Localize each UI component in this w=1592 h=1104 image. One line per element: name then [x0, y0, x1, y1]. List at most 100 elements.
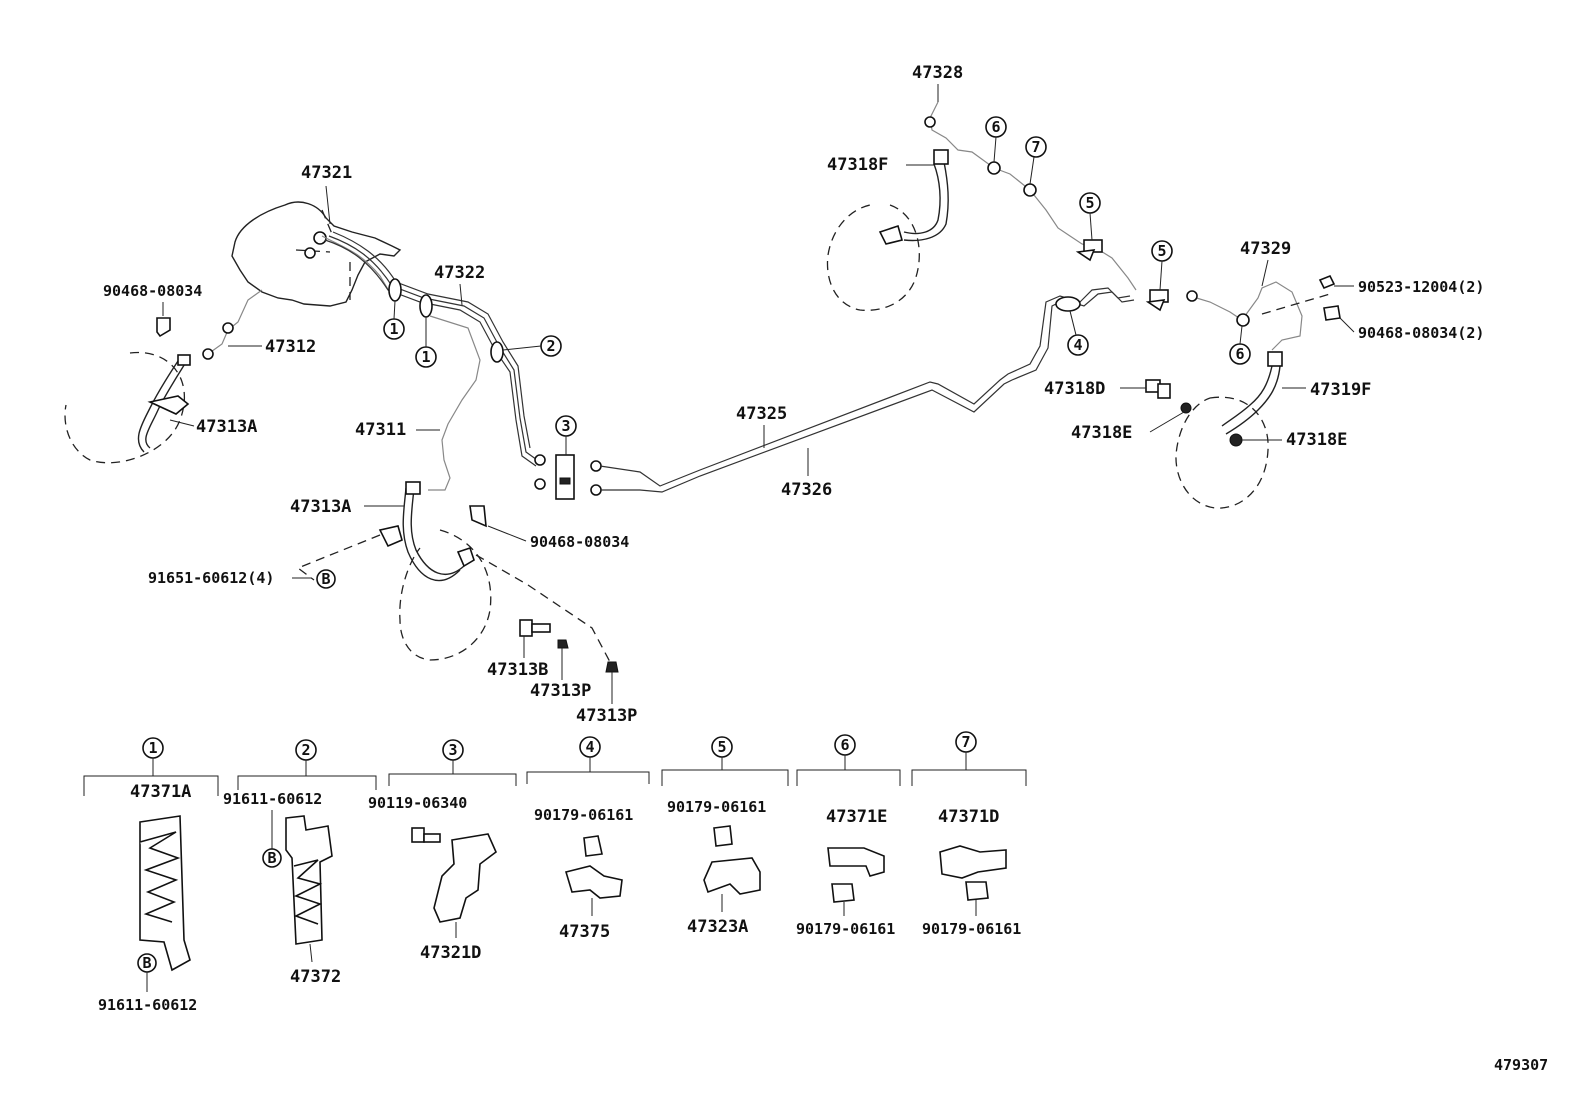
junction-block — [534, 454, 602, 500]
clamp-47371D-icon — [939, 845, 1007, 879]
clip-90468-c — [1323, 305, 1341, 321]
label-90468-08034-b: 90468-08034 — [530, 533, 629, 551]
legend-5-top: 90179-06161 — [667, 798, 766, 816]
label-47319F: 47319F — [1310, 380, 1371, 400]
pipe-47328 — [924, 101, 1137, 291]
legend-3-top: 90119-06340 — [368, 794, 467, 812]
clamp-47371A-icon — [139, 815, 191, 972]
label-47311: 47311 — [355, 420, 406, 440]
bolt-90119-icon — [411, 827, 441, 843]
callout-2: 2 — [546, 337, 555, 355]
clamp-1a — [388, 278, 402, 302]
legend-4-bottom: 47375 — [559, 922, 610, 942]
union-5b — [1145, 289, 1169, 312]
svg-text:B: B — [267, 849, 276, 867]
legend-1-bottom: 91611-60612 — [98, 996, 197, 1014]
clamp-47321D-icon — [433, 833, 497, 923]
svg-text:1: 1 — [148, 739, 157, 757]
clamp-47371E-icon — [827, 847, 885, 877]
nut-icon-6 — [831, 883, 855, 903]
label-47328: 47328 — [912, 63, 963, 83]
label-90468-08034-c: 90468-08034(2) — [1358, 324, 1484, 342]
legend-7-top: 47371D — [938, 807, 999, 827]
bolt-47313B — [519, 619, 551, 637]
pipe-47312 — [202, 289, 263, 360]
legend-3-bottom: 47321D — [420, 943, 481, 963]
callout-3: 3 — [561, 417, 570, 435]
legend-group-6: 6 47371E 90179-06161 — [796, 734, 901, 938]
union-5a — [1075, 239, 1103, 262]
callout-6a: 6 — [991, 118, 1000, 136]
washer-47313P-b — [605, 661, 619, 673]
legend-group-7: 7 47371D 90179-06161 — [911, 731, 1027, 938]
nut-icon-4 — [583, 835, 603, 857]
clamp-4 — [1055, 296, 1081, 312]
master-cylinder — [231, 201, 402, 307]
label-47313P-b: 47313P — [576, 706, 637, 726]
label-47312: 47312 — [265, 337, 316, 357]
label-90468-08034-a: 90468-08034 — [103, 282, 202, 300]
front-right-brake — [378, 481, 492, 661]
callout-4: 4 — [1073, 336, 1082, 354]
callout-1a: 1 — [389, 320, 398, 338]
label-47313B: 47313B — [487, 660, 548, 680]
label-47318E-a: 47318E — [1071, 423, 1132, 443]
callout-6b: 6 — [1235, 345, 1244, 363]
pipe-47311 — [428, 315, 481, 491]
legend-group-3: 3 90119-06340 47321D — [368, 739, 517, 963]
legend-7-bottom: 90179-06161 — [922, 920, 1021, 938]
legend-4-top: 90179-06161 — [534, 806, 633, 824]
svg-text:4: 4 — [585, 738, 594, 756]
callout-7: 7 — [1031, 138, 1040, 156]
label-47322: 47322 — [434, 263, 485, 283]
clip-90468-a — [156, 317, 171, 338]
callout-5a: 5 — [1085, 194, 1094, 212]
diagram-callouts: 1 1 2 3 4 5 5 6 7 6 — [383, 116, 1251, 455]
legend-1-top: 47371A — [130, 782, 191, 802]
label-47321: 47321 — [301, 163, 352, 183]
label-47313P-a: 47313P — [530, 681, 591, 701]
pipe-47322 — [324, 231, 541, 467]
legend-2-bottom: 47372 — [290, 967, 341, 987]
washer-47313P-a — [557, 639, 569, 649]
label-47326: 47326 — [781, 480, 832, 500]
clamp-2 — [490, 341, 504, 363]
label-91651-60612: 91651-60612(4) — [148, 569, 274, 587]
label-47325: 47325 — [736, 404, 787, 424]
label-47329: 47329 — [1240, 239, 1291, 259]
callout-5b: 5 — [1157, 242, 1166, 260]
legend-group-1: 1 47371A B 91611-60612 — [83, 737, 219, 1014]
nut-icon-5 — [713, 825, 733, 847]
legend-group-2: 2 91611-60612 B 47372 — [223, 739, 377, 987]
clamp-1b — [419, 294, 433, 318]
callout-1b: 1 — [421, 348, 430, 366]
cap-47318E — [1180, 402, 1192, 414]
legend-group-5: 5 90179-06161 47323A — [661, 736, 789, 937]
legend-6-bottom: 90179-06161 — [796, 920, 895, 938]
label-47313A-a: 47313A — [196, 417, 257, 437]
legend: 1 47371A B 91611-60612 2 91611-60612 B 4… — [83, 731, 1027, 1014]
bolt-mark-b-1 — [316, 569, 336, 589]
figure-code: 479307 — [1494, 1056, 1548, 1074]
leader-90523 — [1261, 293, 1331, 315]
svg-text:2: 2 — [301, 741, 310, 759]
bleeder-47318D — [1145, 379, 1171, 399]
rear-right-brake — [1175, 351, 1283, 509]
legend-6-top: 47371E — [826, 807, 887, 827]
label-47318F: 47318F — [827, 155, 888, 175]
rear-left-brake — [826, 149, 949, 311]
svg-text:B: B — [321, 570, 330, 588]
pipe-47325-47326 — [599, 287, 1135, 493]
svg-text:3: 3 — [448, 741, 457, 759]
part-labels: 47328 47318F 47321 47322 90468-08034 473… — [103, 63, 1484, 726]
clip-90523 — [1318, 274, 1336, 290]
legend-group-4: 4 90179-06161 47375 — [526, 736, 650, 942]
svg-text:B: B — [142, 954, 151, 972]
clamp-47323A-icon — [703, 857, 761, 895]
legend-5-bottom: 47323A — [687, 917, 748, 937]
svg-text:7: 7 — [961, 733, 970, 751]
label-47313A-b: 47313A — [290, 497, 351, 517]
svg-text:6: 6 — [840, 736, 849, 754]
